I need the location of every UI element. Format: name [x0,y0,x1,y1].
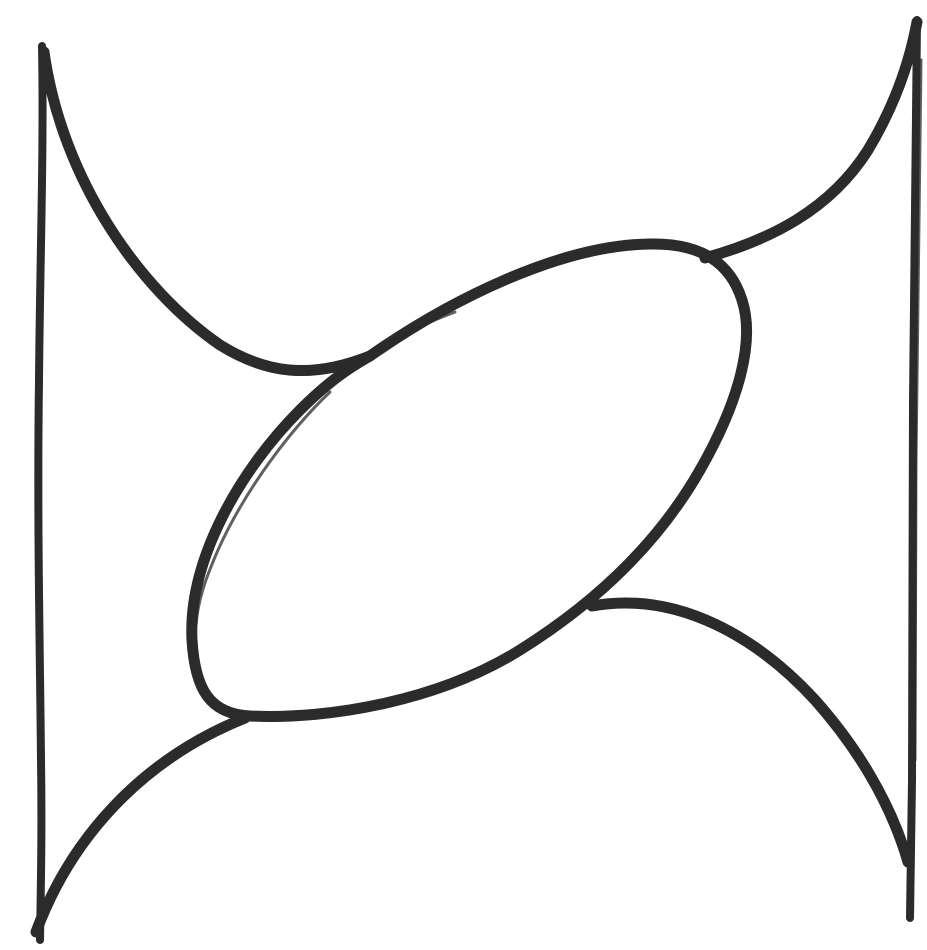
center-ellipse-overstroke [196,392,330,625]
lower-left-curve [36,718,245,932]
lower-right-curve [592,603,908,862]
upper-right-curve [705,22,917,258]
center-ellipse [192,244,747,717]
upper-left-curve [44,52,370,371]
left-vertical-line [38,46,42,940]
